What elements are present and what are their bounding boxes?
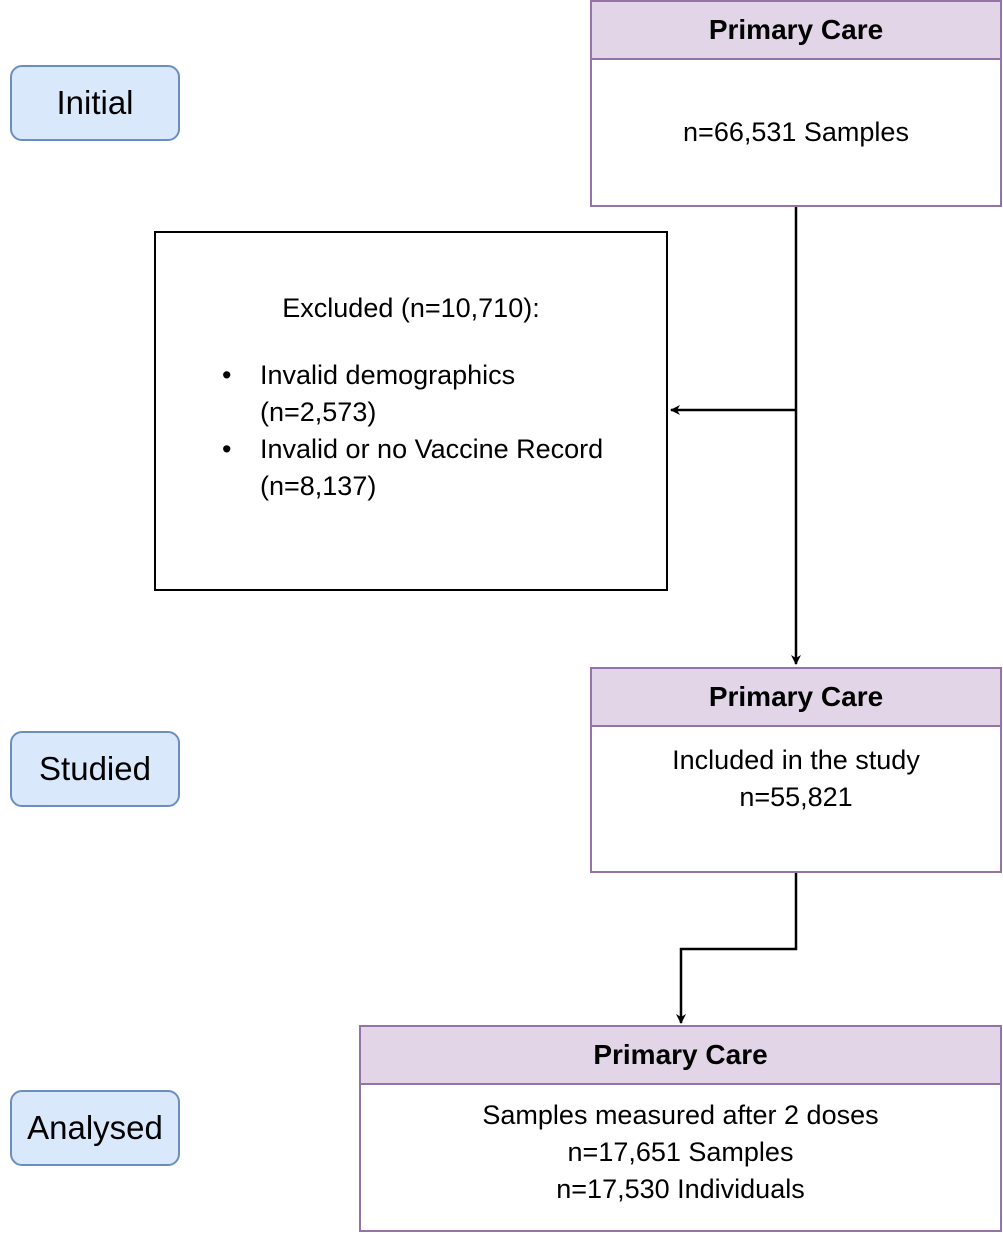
excluded-item-label: Invalid demographics — [260, 360, 516, 390]
box-initial-body: n=66,531 Samples — [592, 60, 1000, 205]
box-analysed-line: Samples measured after 2 doses — [482, 1100, 879, 1130]
box-analysed: Primary Care Samples measured after 2 do… — [359, 1025, 1002, 1232]
stage-initial-label: Initial — [56, 84, 134, 121]
box-analysed-body: Samples measured after 2 doses n=17,651 … — [361, 1085, 1000, 1230]
excluded-item: Invalid or no Vaccine Record (n=8,137) — [222, 431, 604, 505]
excluded-item-label: Invalid or no Vaccine Record — [260, 434, 604, 464]
stage-analysed-label: Analysed — [27, 1109, 163, 1146]
box-studied: Primary Care Included in the study n=55,… — [590, 667, 1002, 873]
box-initial-header: Primary Care — [592, 2, 1000, 60]
excluded-item-count: (n=8,137) — [260, 471, 377, 501]
excluded-box: Excluded (n=10,710): Invalid demographic… — [154, 231, 668, 591]
arrow-studied-to-analysed — [676, 872, 798, 1024]
excluded-list: Invalid demographics (n=2,573) Invalid o… — [222, 357, 604, 505]
stage-studied: Studied — [10, 731, 180, 807]
box-studied-line: n=55,821 — [739, 782, 853, 812]
box-analysed-line: n=17,651 Samples — [567, 1137, 794, 1167]
box-studied-header: Primary Care — [592, 669, 1000, 727]
stage-analysed: Analysed — [10, 1090, 180, 1166]
box-initial-line: n=66,531 Samples — [683, 117, 909, 147]
box-studied-line: Included in the study — [672, 745, 920, 775]
excluded-title: Excluded (n=10,710): — [282, 293, 540, 323]
stage-initial: Initial — [10, 65, 180, 141]
stage-studied-label: Studied — [39, 750, 151, 787]
excluded-item-count: (n=2,573) — [260, 397, 377, 427]
excluded-item: Invalid demographics (n=2,573) — [222, 357, 603, 431]
box-studied-body: Included in the study n=55,821 — [592, 727, 1000, 871]
box-analysed-line: n=17,530 Individuals — [556, 1174, 805, 1204]
box-analysed-header: Primary Care — [361, 1027, 1000, 1085]
box-initial: Primary Care n=66,531 Samples — [590, 0, 1002, 207]
